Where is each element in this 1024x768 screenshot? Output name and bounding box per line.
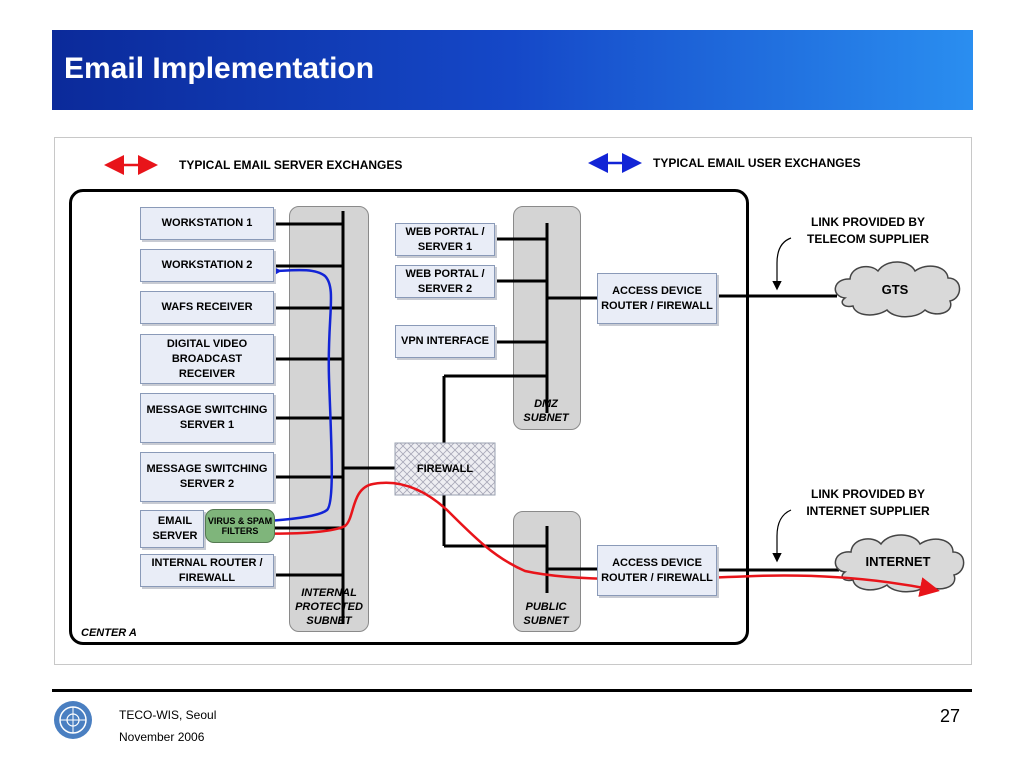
firewall-label: FIREWALL xyxy=(416,463,474,475)
footer-date: November 2006 xyxy=(119,730,205,744)
wafs-receiver-box[interactable]: WAFS RECEIVER xyxy=(140,291,274,324)
message-switching-server-2-box[interactable]: MESSAGE SWITCHING SERVER 2 xyxy=(140,452,274,502)
footer-divider xyxy=(52,689,972,692)
internet-label: INTERNET xyxy=(865,554,931,569)
internet-link-pointer xyxy=(772,509,792,563)
gts-cloud xyxy=(834,261,961,318)
center-a-boundary xyxy=(69,189,749,645)
vpn-interface-box[interactable]: VPN INTERFACE xyxy=(395,325,495,358)
web-portal-1-box[interactable]: WEB PORTAL / SERVER 1 xyxy=(395,223,495,256)
dmz-subnet-label: DMZ SUBNET xyxy=(523,398,569,424)
email-server-box[interactable]: EMAIL SERVER xyxy=(140,510,204,548)
virus-spam-filter: VIRUS & SPAM FILTERS xyxy=(205,509,275,543)
center-a-label: CENTER A xyxy=(81,627,137,639)
internet-link-label: LINK PROVIDED BY INTERNET SUPPLIER xyxy=(806,487,930,518)
legend-server-label: TYPICAL EMAIL SERVER EXCHANGES xyxy=(179,158,403,172)
network-diagram: TYPICAL EMAIL SERVER EXCHANGES TYPICAL E… xyxy=(54,137,972,665)
internal-subnet-label: INTERNAL PROTECTED SUBNET xyxy=(295,587,363,627)
access-router-top-box[interactable]: ACCESS DEVICE ROUTER / FIREWALL xyxy=(597,273,717,324)
wmo-logo xyxy=(54,701,92,739)
connection-lines xyxy=(200,211,965,624)
title-bar: Email Implementation xyxy=(52,30,973,110)
footer-org: TECO-WIS, Seoul xyxy=(119,708,217,722)
user-exchange-path xyxy=(204,261,334,526)
gts-label: GTS xyxy=(881,282,909,297)
server-exchange-path xyxy=(200,481,940,597)
legend-user-label: TYPICAL EMAIL USER EXCHANGES xyxy=(653,156,861,170)
message-switching-server-1-box[interactable]: MESSAGE SWITCHING SERVER 1 xyxy=(140,393,274,443)
web-portal-2-box[interactable]: WEB PORTAL / SERVER 2 xyxy=(395,265,495,298)
diagram-lines xyxy=(104,153,642,175)
dvb-receiver-box[interactable]: DIGITAL VIDEO BROADCAST RECEIVER xyxy=(140,334,274,384)
internal-router-box[interactable]: INTERNAL ROUTER / FIREWALL xyxy=(140,554,274,587)
public-subnet-label: PUBLIC SUBNET xyxy=(523,601,569,627)
page-title: Email Implementation xyxy=(64,52,375,85)
telecom-link-label: LINK PROVIDED BY TELECOM SUPPLIER xyxy=(806,215,929,246)
telecom-link-pointer xyxy=(772,237,792,291)
workstation-2-box[interactable]: WORKSTATION 2 xyxy=(140,249,274,282)
access-router-bottom-box[interactable]: ACCESS DEVICE ROUTER / FIREWALL xyxy=(597,545,717,596)
page-number: 27 xyxy=(940,706,961,726)
workstation-1-box[interactable]: WORKSTATION 1 xyxy=(140,207,274,240)
